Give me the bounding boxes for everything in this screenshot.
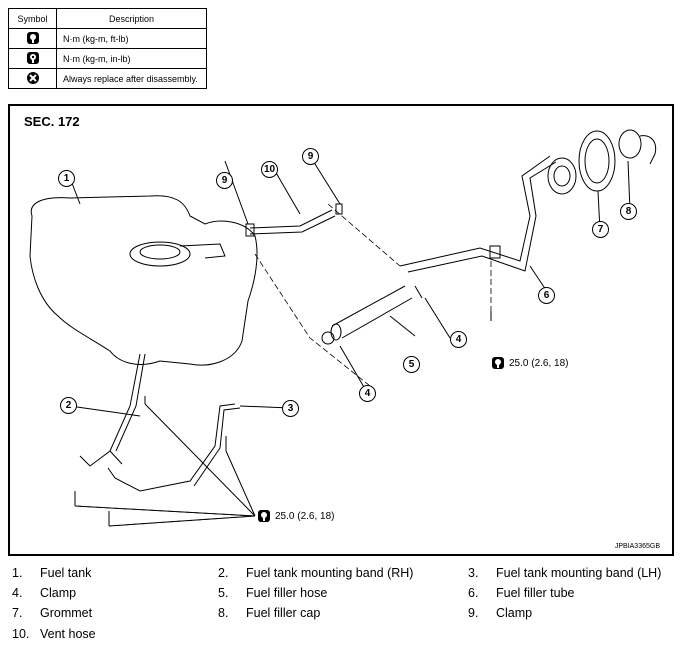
legend-header-row: Symbol Description (8, 8, 207, 29)
callout-6: 6 (538, 287, 555, 304)
part-number: 2. (218, 566, 229, 580)
fuel-pump-flange (129, 241, 191, 267)
fuel-filler-cap (618, 129, 642, 159)
part-name: Fuel tank mounting band (RH) (246, 566, 414, 580)
legend-row: N·m (kg-m, in-lb) (8, 48, 207, 69)
fuel-filler-tube (399, 155, 557, 273)
figure-id: JPBIA3365GB (614, 543, 660, 550)
part-name: Fuel filler tube (496, 586, 575, 600)
callout-4: 4 (450, 331, 467, 348)
part-name: Fuel filler cap (246, 606, 321, 620)
fuel-tank (29, 195, 258, 366)
fuel-filler-hose (331, 285, 413, 339)
part-name: Clamp (496, 606, 533, 620)
callout-5: 5 (403, 356, 420, 373)
legend-row: Always replace after disassembly. (8, 68, 207, 89)
callout-9: 9 (216, 172, 233, 189)
symbol-legend-table: Symbol Description N·m (kg-m, ft-lb) N·m… (8, 8, 207, 89)
part-number: 8. (218, 606, 229, 620)
legend-header-symbol: Symbol (8, 8, 57, 29)
exploded-diagram: SEC. 172 (8, 104, 674, 556)
part-name: Fuel tank (40, 566, 92, 580)
callout-10: 10 (261, 161, 278, 178)
part-name: Vent hose (40, 627, 96, 641)
torque-wrench-small-icon (26, 51, 39, 64)
legend-description: Always replace after disassembly. (56, 68, 207, 89)
vent-hose (249, 209, 336, 235)
callout-2: 2 (60, 397, 77, 414)
callout-9: 9 (302, 148, 319, 165)
part-name: Fuel tank mounting band (LH) (496, 566, 662, 580)
part-number: 4. (12, 586, 23, 600)
part-number: 3. (468, 566, 479, 580)
hose-clamp (321, 331, 335, 345)
torque-wrench-icon (492, 357, 504, 369)
callout-8: 8 (620, 203, 637, 220)
part-number: 9. (468, 606, 479, 620)
part-name: Grommet (40, 606, 93, 620)
part-name: Fuel filler hose (246, 586, 328, 600)
part-number: 7. (12, 606, 23, 620)
torque-value: 25.0 (2.6, 18) (275, 510, 335, 522)
torque-wrench-icon (258, 510, 270, 522)
part-number: 10. (12, 627, 30, 641)
mounting-band-lh (107, 403, 236, 492)
legend-description: N·m (kg-m, in-lb) (56, 48, 207, 69)
legend-header-description: Description (56, 8, 207, 29)
torque-wrench-icon (26, 31, 39, 44)
section-title: SEC. 172 (24, 114, 80, 129)
part-number: 6. (468, 586, 479, 600)
replace-part-icon (26, 71, 39, 84)
legend-row: N·m (kg-m, ft-lb) (8, 28, 207, 49)
vent-clamp (245, 223, 255, 237)
part-number: 5. (218, 586, 229, 600)
torque-value: 25.0 (2.6, 18) (509, 357, 569, 369)
callout-4: 4 (359, 385, 376, 402)
callout-7: 7 (592, 221, 609, 238)
mounting-band-rh (79, 353, 141, 467)
part-name: Clamp (40, 586, 77, 600)
torque-spec-upper: 25.0 (2.6, 18) (491, 356, 568, 370)
part-number: 1. (12, 566, 23, 580)
torque-spec-lower: 25.0 (2.6, 18) (257, 509, 334, 523)
legend-description: N·m (kg-m, ft-lb) (56, 28, 207, 49)
fuel-system-drawing (29, 129, 657, 527)
grommet (578, 130, 616, 192)
callout-1: 1 (58, 170, 75, 187)
callout-3: 3 (282, 400, 299, 417)
